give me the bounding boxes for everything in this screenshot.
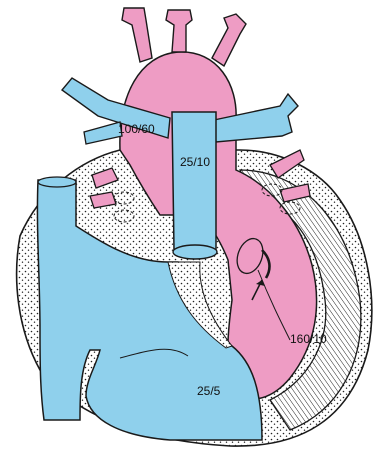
pulmonary-artery-pressure-label: 25/10 — [180, 155, 210, 169]
aorta-pressure-label: 100/60 — [118, 122, 155, 136]
pulmonary-artery-lower-branch — [84, 122, 122, 144]
pulmonary-valve — [173, 245, 217, 259]
left-carotid-artery — [166, 10, 192, 52]
brachiocephalic-artery — [122, 8, 152, 62]
left-subclavian-artery — [212, 14, 246, 66]
right-ventricle-pressure-label: 25/5 — [197, 384, 221, 398]
pulmonary-trunk — [172, 112, 216, 250]
superior-vena-cava-opening — [38, 177, 76, 187]
left-ventricle-pressure-label: 160/10 — [290, 332, 327, 346]
